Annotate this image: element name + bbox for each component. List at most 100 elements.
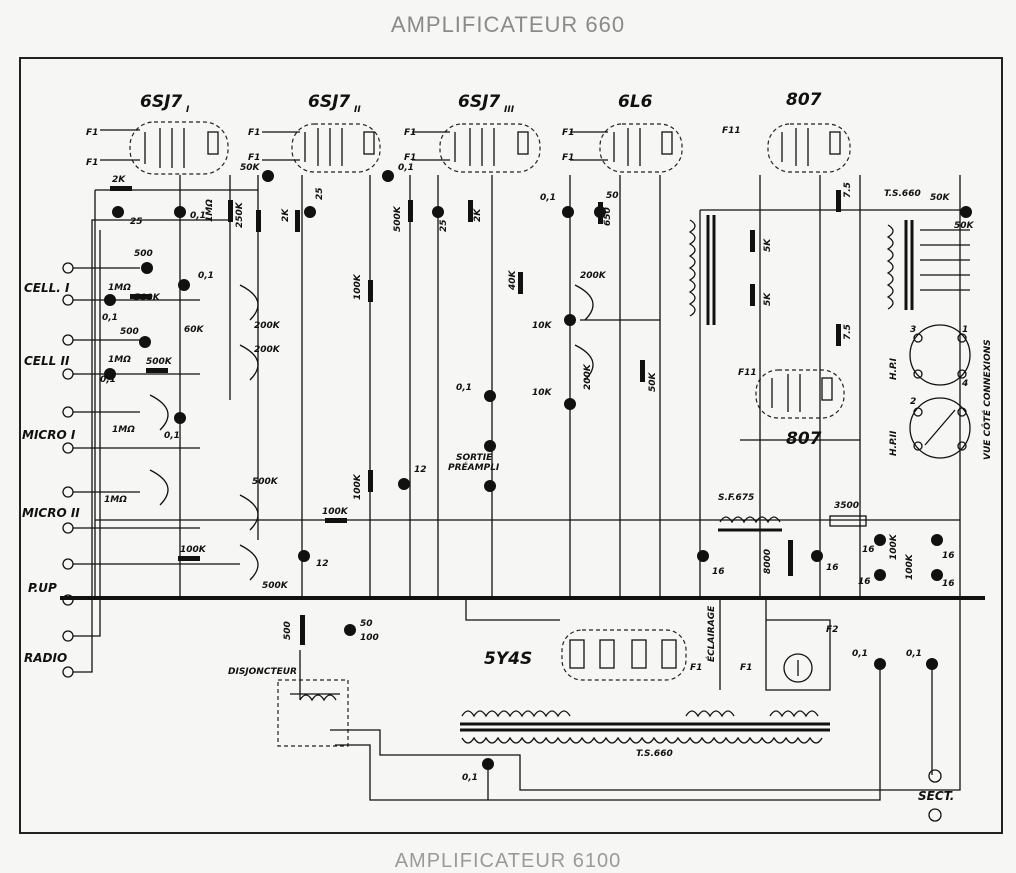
label-50k-c: 50K [930, 193, 951, 203]
label-preampli: PRÉAMPLI [448, 461, 500, 473]
label-f1-s: F1 [740, 663, 752, 673]
label-12-a: 12 [414, 465, 427, 475]
label-01-e: 0,1 [102, 313, 118, 323]
label-01-h: 0,1 [456, 383, 472, 393]
label-f1-f: F1 [404, 153, 416, 163]
label-16-a: 16 [712, 567, 725, 577]
page-title: AMPLIFICATEUR 660 [390, 12, 626, 37]
label-1mo-c: 1MΩ [108, 355, 131, 365]
input-label-radio: RADIO [24, 651, 67, 665]
label-200k-d: 200K [254, 345, 281, 355]
label-sf675: S.F.675 [718, 493, 754, 503]
label-5k-b: 5K [763, 292, 773, 306]
label-75-b: 7.5 [843, 324, 853, 340]
label-25-c: 25 [439, 219, 449, 232]
tube-807-top [767, 123, 851, 173]
label-16-d: 16 [858, 577, 871, 587]
label-250k: 250K [235, 201, 245, 228]
label-hp2: H.P.II [889, 430, 899, 456]
label-500k-c: 500K [146, 357, 173, 367]
label-eclairage: ÉCLAIRAGE [705, 605, 717, 662]
label-pin4: 4 [961, 379, 968, 389]
label-500k-a: 500K [393, 205, 403, 232]
label-75-a: 7.5 [843, 182, 853, 198]
label-2k-b: 2K [281, 208, 291, 222]
input-label-micro2: MICRO II [22, 506, 80, 520]
tube-sub-6sj7-iii: III [504, 105, 515, 115]
tube-label-6sj7-ii: 6SJ7 [308, 92, 350, 112]
label-01-c: 0,1 [540, 193, 556, 203]
label-500k-b: 500K [134, 293, 161, 303]
label-01-a: 0,1 [190, 211, 206, 221]
label-1mo-b: 1MΩ [108, 283, 131, 293]
power-transformer [460, 600, 831, 744]
label-200k-b: 200K [583, 363, 593, 390]
label-16-f: 16 [942, 579, 955, 589]
label-f1-e: F1 [404, 128, 416, 138]
tube-6sj7-ii [262, 123, 381, 173]
label-25-a: 25 [130, 217, 143, 227]
disjoncteur-box [277, 679, 349, 747]
label-100k-d: 100K [353, 473, 363, 500]
label-pin3: 3 [910, 325, 916, 335]
tube-label-5y4s: 5Y4S [484, 649, 532, 669]
label-f1-c: F1 [248, 128, 260, 138]
label-f11-a: F11 [722, 126, 741, 136]
label-1mo-a: 1MΩ [205, 199, 215, 222]
input-label-cell2: CELL II [24, 354, 70, 368]
potentiometers [149, 284, 594, 581]
label-f1-r: F1 [690, 663, 702, 673]
label-sect: SECT. [918, 789, 954, 803]
label-2k-c: 2K [473, 208, 483, 222]
label-500k-d: 500K [252, 477, 279, 487]
label-100k-a: 100K [353, 273, 363, 300]
label-01-i: 0,1 [462, 773, 478, 783]
label-100: 100 [360, 633, 379, 643]
tube-label-6sj7-iii: 6SJ7 [458, 92, 500, 112]
label-hp1: H.P.I [889, 357, 899, 380]
label-2k-a: 2K [112, 175, 126, 185]
label-01-b: 0,1 [398, 163, 414, 173]
label-1mo-e: 1MΩ [104, 495, 127, 505]
label-60k: 60K [184, 325, 205, 335]
label-f1-g: F1 [562, 128, 574, 138]
page-footer: AMPLIFICATEUR 6100 [394, 850, 622, 872]
label-12-b: 12 [316, 559, 329, 569]
output-transformer [688, 215, 970, 325]
label-100k-c: 100K [322, 507, 349, 517]
label-25-b: 25 [315, 187, 325, 200]
tube-6sj7-iii [412, 123, 541, 173]
resistor-group [110, 186, 841, 645]
label-500-c: 500 [283, 621, 293, 640]
tube-label-807-top: 807 [786, 90, 822, 110]
label-1mo-d: 1MΩ [112, 425, 135, 435]
label-f2: F2 [826, 625, 838, 635]
label-100k-f: 100K [905, 553, 915, 580]
label-f1-a: F1 [86, 128, 98, 138]
speaker-sockets [909, 324, 971, 459]
label-16-e: 16 [942, 551, 955, 561]
label-500k-e: 500K [262, 581, 289, 591]
label-disjoncteur: DISJONCTEUR [228, 667, 297, 677]
input-label-pup: P.UP [28, 581, 57, 595]
label-40k: 40K [508, 269, 518, 291]
label-50-a: 50 [606, 191, 619, 201]
label-f11-b: F11 [738, 368, 757, 378]
label-f1-b: F1 [86, 158, 98, 168]
tube-6sj7-i [100, 121, 229, 175]
label-ts660-bottom: T.S.660 [636, 749, 673, 759]
label-5k-a: 5K [763, 238, 773, 252]
label-16-b: 16 [826, 563, 839, 573]
label-01-j: 0,1 [852, 649, 868, 659]
tube-5y4s [561, 629, 687, 681]
tube-sub-6sj7-ii: II [354, 105, 361, 115]
label-pin1: 1 [962, 325, 968, 335]
schematic-frame [19, 57, 1003, 834]
label-01-f: 0,1 [100, 375, 116, 385]
label-500-b: 500 [120, 327, 139, 337]
label-16-c: 16 [862, 545, 875, 555]
label-01-k: 0,1 [906, 649, 922, 659]
filter-choke [719, 516, 781, 524]
label-10k-a: 10K [532, 321, 553, 331]
